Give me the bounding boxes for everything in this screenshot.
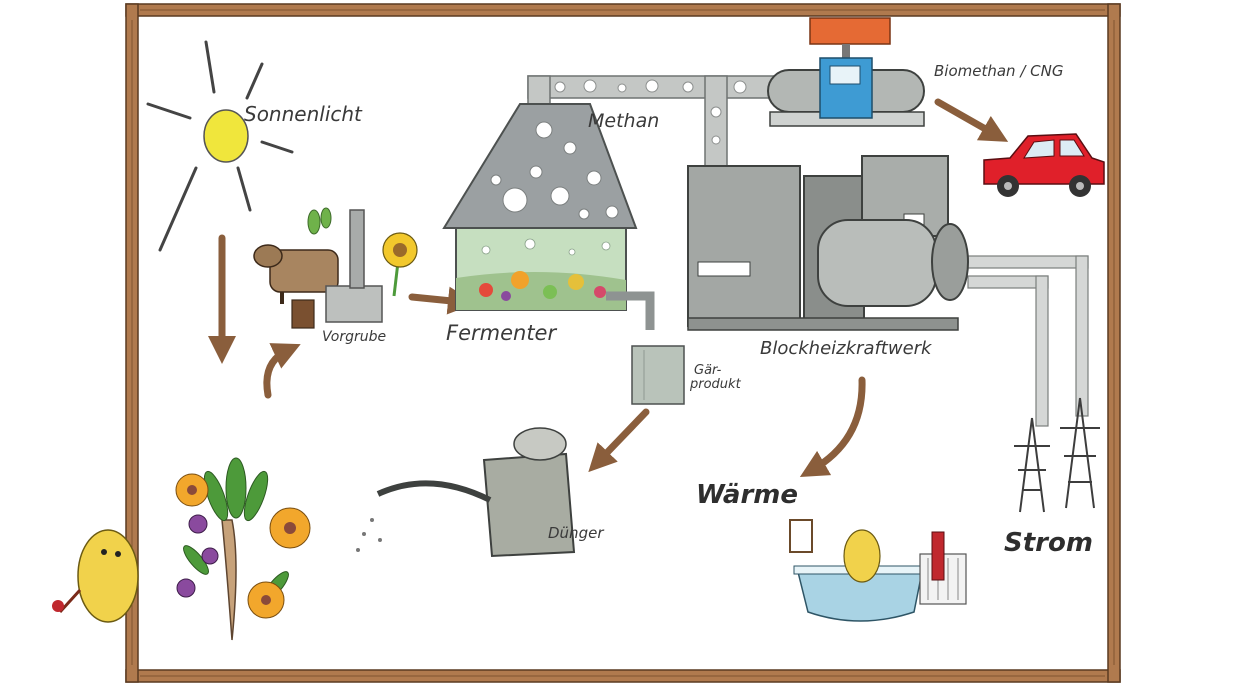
arrow-digestate-to-can	[588, 408, 650, 473]
label-gaerprodukt-2: produkt	[690, 377, 741, 392]
label-waerme: Wärme	[696, 480, 799, 510]
label-gaerprodukt-1: Gär-	[694, 363, 722, 378]
chp-engine-icon	[687, 155, 969, 331]
arrow-cycle	[263, 343, 301, 399]
fermenter-dome-icon	[442, 103, 655, 330]
label-biomethan: Biomethan / CNG	[934, 62, 1064, 80]
label-fermenter: Fermenter	[446, 321, 557, 345]
bathtub-icon	[789, 519, 927, 622]
watering-can-icon	[356, 427, 576, 558]
label-duenger: Dünger	[548, 524, 604, 542]
cow-icon	[253, 244, 339, 304]
label-vorgrube: Vorgrube	[322, 329, 387, 345]
digestate-bag-icon	[631, 345, 685, 405]
pre-pit-illustration	[253, 207, 418, 329]
sun-icon	[146, 40, 294, 252]
sunflower-icon	[382, 232, 418, 297]
potato-mascot-icon	[52, 529, 139, 623]
gas-pump-icon	[809, 17, 891, 119]
label-methan: Methan	[588, 110, 660, 132]
power-pylon-icon	[1014, 397, 1100, 513]
car-icon	[983, 133, 1105, 197]
power-cable	[967, 255, 1089, 427]
arrow-chp-to-heat	[799, 376, 866, 478]
wooden-frame	[125, 3, 1121, 683]
radiator-icon	[919, 531, 967, 605]
label-strom: Strom	[1004, 528, 1093, 558]
arrow-prepit-to-fermenter	[408, 286, 476, 315]
label-sonnenlicht: Sonnenlicht	[244, 102, 362, 126]
garden-plants-icon	[175, 457, 311, 641]
arrow-to-car	[934, 98, 1009, 142]
flow-arrows	[208, 98, 1009, 478]
label-blockheizkraftwerk: Blockheizkraftwerk	[760, 338, 932, 359]
